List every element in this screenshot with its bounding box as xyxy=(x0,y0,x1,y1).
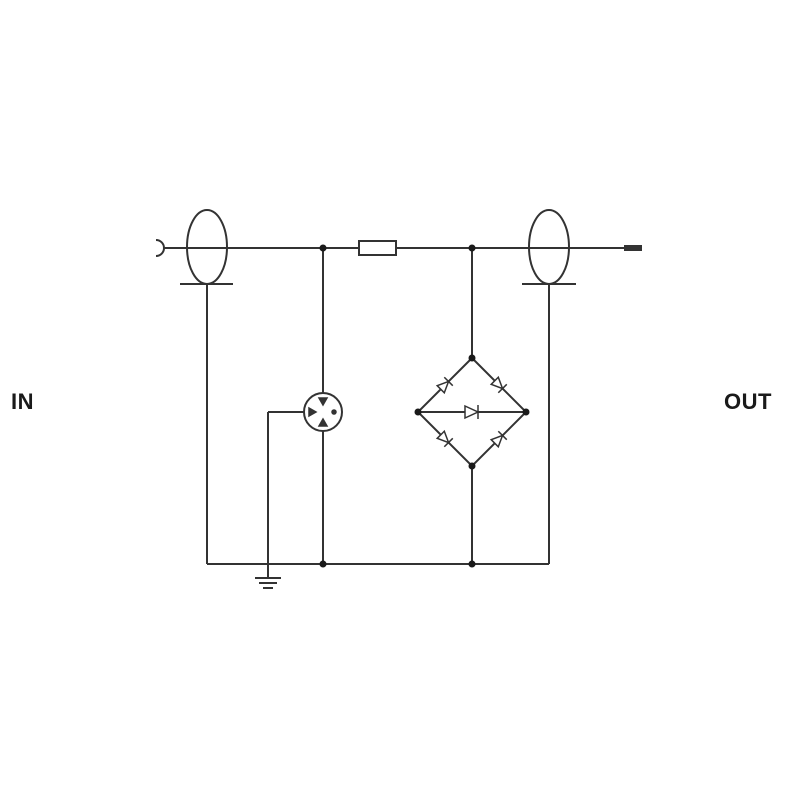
series-resistor xyxy=(359,241,396,255)
diode-center-tvs xyxy=(464,404,480,420)
junction-dot xyxy=(468,560,476,568)
gdt-side-electrode xyxy=(332,410,336,414)
input-port-label: IN xyxy=(11,389,34,414)
junction-dot xyxy=(319,560,327,568)
output-port-label: OUT xyxy=(724,389,772,414)
junction-dot xyxy=(319,244,327,252)
diode-upper-left xyxy=(435,377,453,395)
diode-lower-right xyxy=(489,431,507,449)
gdt-left-electrode xyxy=(308,406,318,418)
input-connector-symbol xyxy=(156,240,164,256)
junction-dot xyxy=(468,462,476,470)
junction-dot xyxy=(414,408,422,416)
gdt-upper-electrode xyxy=(317,397,329,407)
junction-dot xyxy=(522,408,530,416)
junction-dot xyxy=(468,354,476,362)
diode-lower-left xyxy=(435,429,453,447)
gdt-lower-electrode xyxy=(317,417,329,427)
diode-upper-right xyxy=(489,375,507,393)
junction-dot xyxy=(468,244,476,252)
